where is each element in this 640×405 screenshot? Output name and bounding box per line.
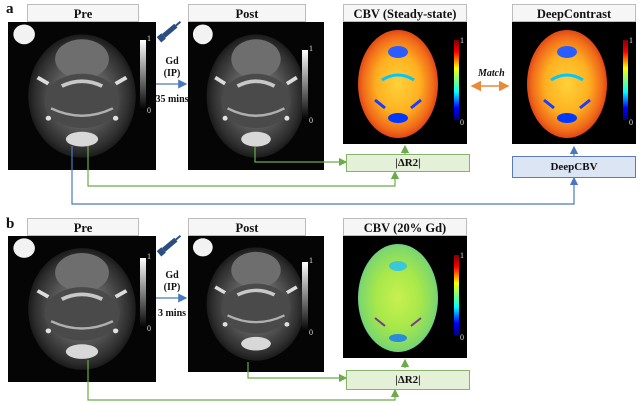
a-post-image	[188, 22, 324, 170]
b-delta-r2-box: |ΔR2|	[346, 370, 470, 390]
a-deepcontrast-title: DeepContrast	[512, 4, 636, 22]
syringe-icon	[156, 235, 182, 257]
b-cbv-color-tick-max: 1	[460, 251, 464, 260]
panel-a-letter: a	[6, 1, 14, 17]
a-pre-to-delta-line	[87, 146, 400, 187]
a-match-label: Match	[478, 68, 505, 79]
b-post-to-delta-line	[247, 362, 348, 383]
b-cbv-image	[343, 236, 467, 358]
a-pre-image	[8, 22, 156, 170]
b-cbv-color-tick-min: 0	[460, 333, 464, 342]
a-time-label: 35 mins	[155, 94, 189, 105]
b-time-label: 3 mins	[157, 308, 187, 319]
a-post-to-delta-line	[254, 146, 348, 167]
b-agent-label: Gd	[165, 270, 179, 281]
a-pre-gray-tick-max: 1	[147, 34, 151, 43]
a-post-gray-tick-min: 0	[309, 116, 313, 125]
a-cbv-image	[343, 22, 467, 144]
b-post-gray-tick-max: 1	[309, 256, 313, 265]
b-post-image	[188, 236, 324, 372]
a-cbv-color-tick-max: 1	[460, 36, 464, 45]
b-post-title: Post	[188, 218, 306, 236]
b-pre-to-delta-line	[87, 360, 400, 401]
a-pre-gray-tick-min: 0	[147, 106, 151, 115]
a-route-label: (IP)	[163, 68, 181, 79]
a-deep-color-tick-max: 1	[629, 36, 633, 45]
b-pre-title: Pre	[27, 218, 139, 236]
a-delta-r2-box: |ΔR2|	[346, 154, 470, 172]
b-post-gray-tick-min: 0	[309, 328, 313, 337]
a-post-title: Post	[188, 4, 306, 22]
a-deepcontrast-image	[512, 22, 636, 144]
b-route-label: (IP)	[163, 282, 181, 293]
syringe-icon	[156, 21, 182, 43]
a-pre-to-deepcbv-line	[71, 146, 579, 205]
b-pre-gray-tick-min: 0	[147, 324, 151, 333]
a-agent-label: Gd	[165, 56, 179, 67]
a-deep-color-tick-min: 0	[629, 118, 633, 127]
a-cbv-color-tick-min: 0	[460, 118, 464, 127]
b-cbv-title: CBV (20% Gd)	[343, 218, 467, 236]
a-cbv-title: CBV (Steady-state)	[343, 4, 467, 22]
panel-b-letter: b	[6, 216, 15, 232]
a-deepcbv-box: DeepCBV	[512, 156, 636, 178]
b-pre-image	[8, 236, 156, 382]
a-pre-title: Pre	[27, 4, 139, 22]
b-pre-gray-tick-max: 1	[147, 252, 151, 261]
a-post-gray-tick-max: 1	[309, 44, 313, 53]
